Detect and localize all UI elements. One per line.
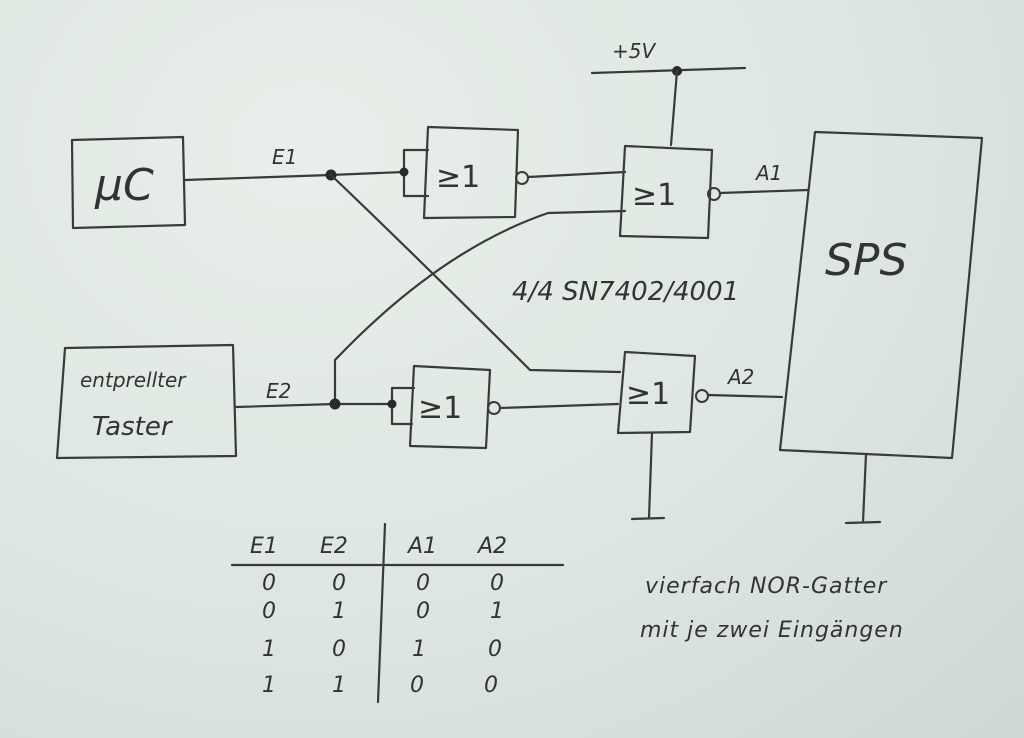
tt-cell: 0 <box>332 637 346 662</box>
gate-4: ≥1 <box>616 350 709 435</box>
sps-label: SPS <box>825 235 907 286</box>
tt-header-a1: A1 <box>406 534 437 559</box>
tt-cell: 1 <box>262 673 276 698</box>
gate-1-symbol: ≥1 <box>436 160 480 195</box>
signal-e1-label: E1 <box>272 145 297 169</box>
part-label: 4/4 SN7402/4001 <box>512 277 739 307</box>
wires <box>183 167 882 525</box>
tt-header-e1: E1 <box>250 534 278 559</box>
taster-block: entprellter Taster <box>55 343 238 460</box>
tt-cell: 0 <box>410 673 424 698</box>
tt-header-e2: E2 <box>320 534 348 559</box>
supply-label: +5V <box>612 39 656 63</box>
tt-cell: 0 <box>484 673 498 698</box>
signal-a1-label: A1 <box>754 161 782 185</box>
tt-cell: 1 <box>332 673 346 698</box>
tt-cell: 1 <box>262 637 276 662</box>
mc-label: µC <box>94 160 154 211</box>
tt-cell: 0 <box>262 571 276 596</box>
tt-cell: 0 <box>490 571 504 596</box>
gate-1: ≥1 <box>402 125 529 220</box>
taster-label-line1: entprellter <box>80 368 187 392</box>
tt-cell: 0 <box>332 571 346 596</box>
supply-rail: +5V <box>590 39 747 147</box>
truth-table: E1 E2 A1 A2 0 0 0 0 0 1 0 1 1 0 1 0 1 1 … <box>230 522 565 704</box>
tt-cell: 0 <box>262 599 276 624</box>
gate-4-symbol: ≥1 <box>626 377 670 412</box>
note-line2: mit je zwei Eingängen <box>640 618 904 643</box>
tt-cell: 0 <box>416 571 430 596</box>
gate-3-symbol: ≥1 <box>418 391 462 426</box>
gate-2: ≥1 <box>618 144 721 240</box>
sps-block: SPS <box>778 130 984 460</box>
note-line1: vierfach NOR-Gatter <box>645 574 888 599</box>
signal-e2-label: E2 <box>266 379 291 403</box>
taster-label-line2: Taster <box>92 412 174 442</box>
mc-block: µC <box>70 135 187 230</box>
tt-cell: 1 <box>412 637 426 662</box>
tt-cell: 1 <box>490 599 504 624</box>
signal-a2-label: A2 <box>726 365 754 389</box>
tt-cell: 0 <box>488 637 502 662</box>
tt-header-a2: A2 <box>476 534 507 559</box>
gate-3: ≥1 <box>390 364 501 450</box>
tt-cell: 1 <box>332 599 346 624</box>
tt-cell: 0 <box>416 599 430 624</box>
gate-2-symbol: ≥1 <box>632 178 676 213</box>
